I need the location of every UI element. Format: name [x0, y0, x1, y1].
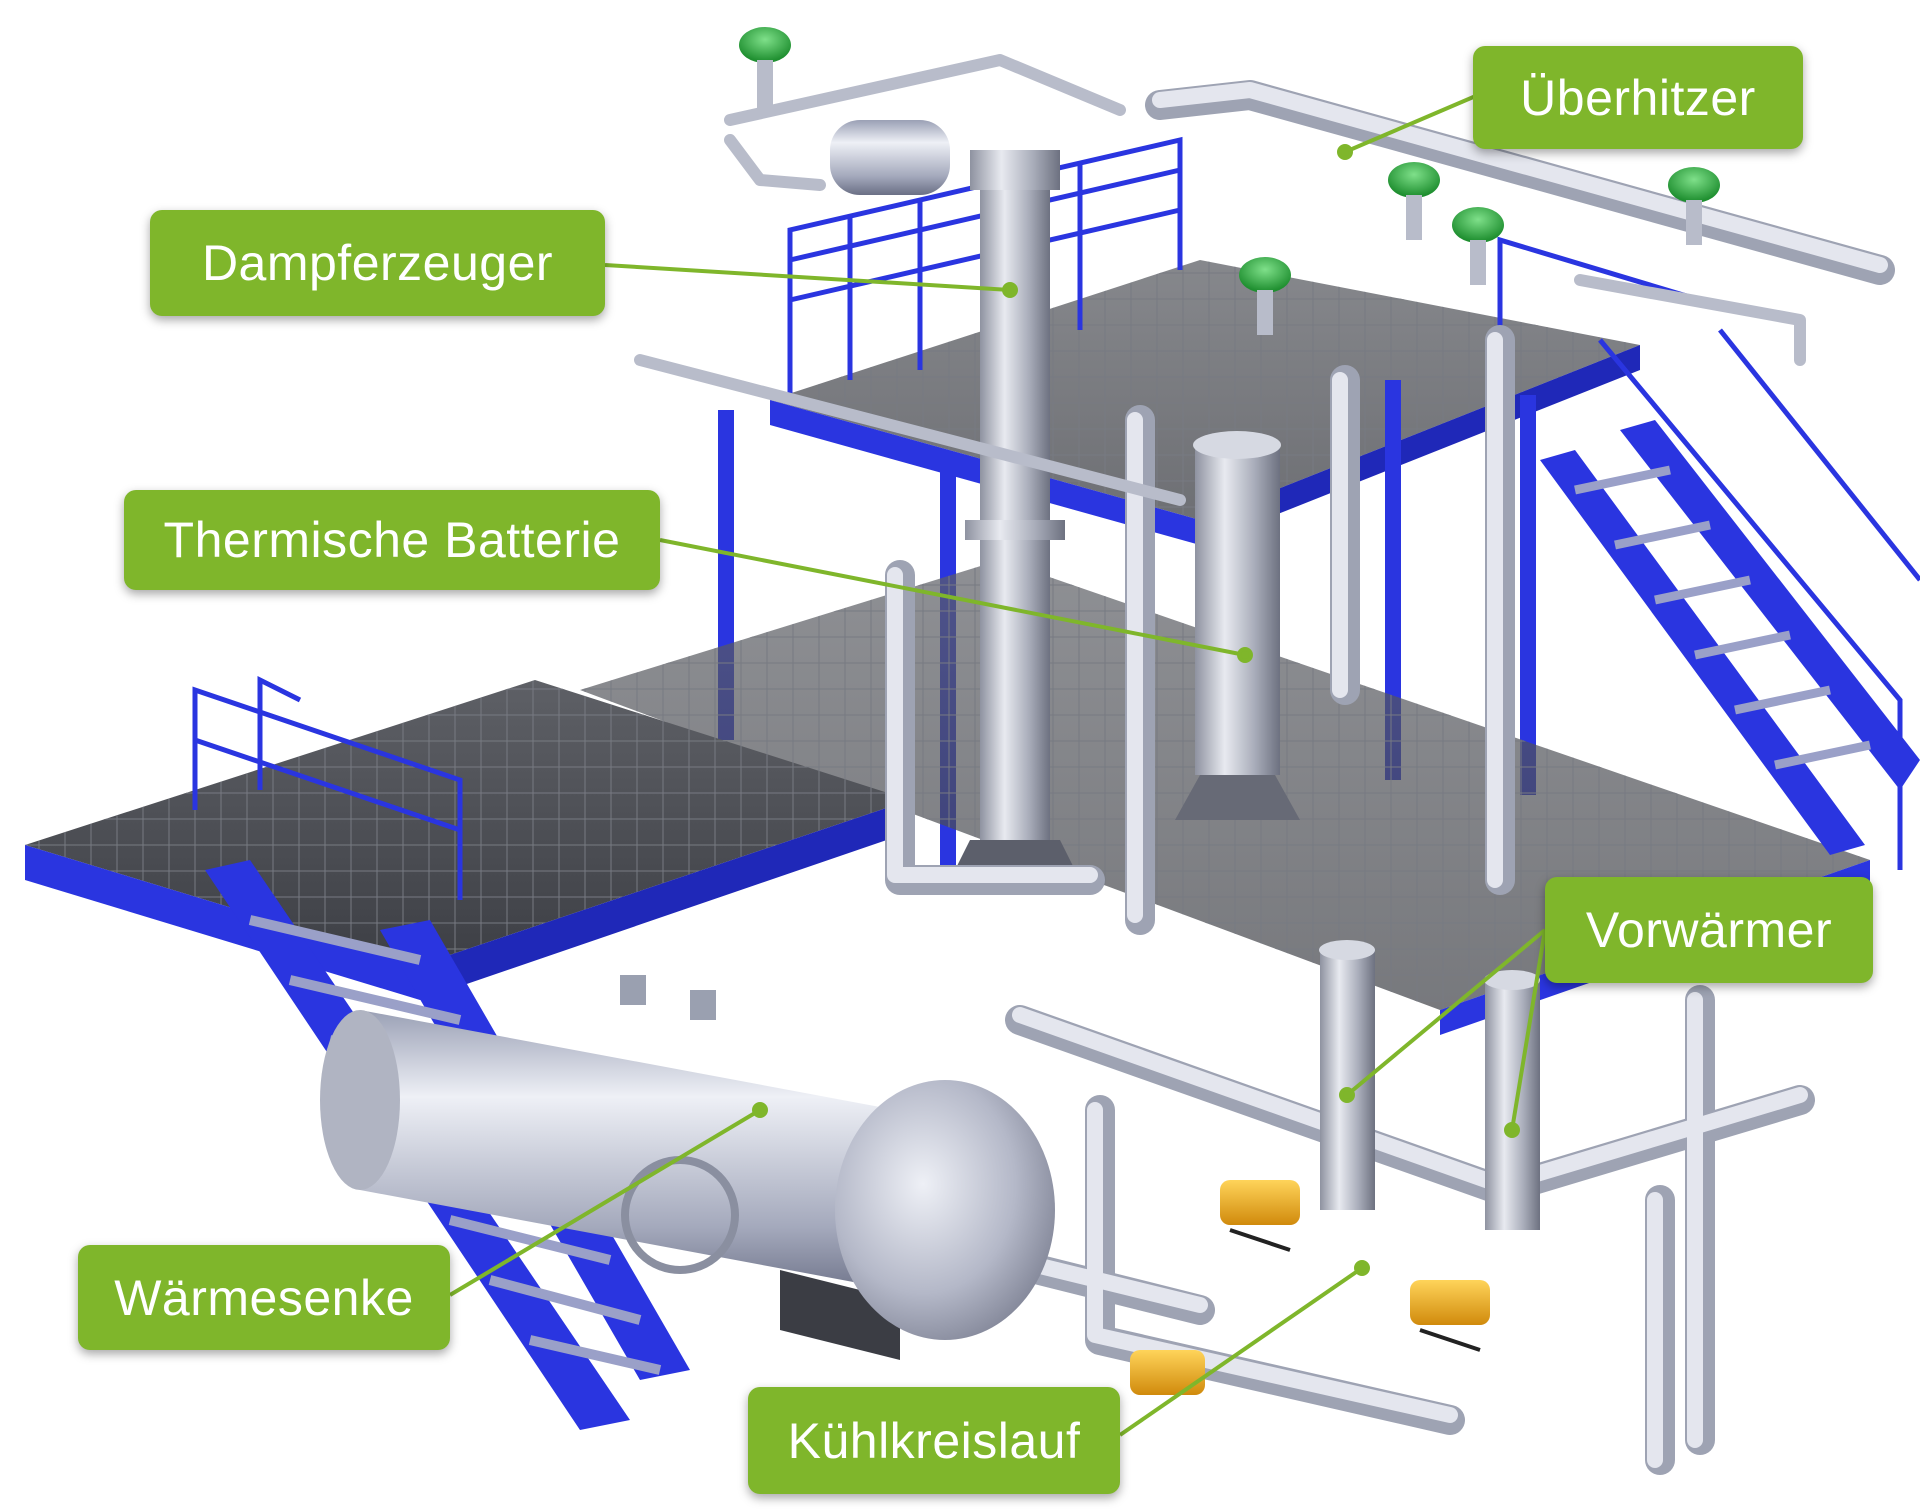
- leader-lines: [448, 93, 1547, 1437]
- cooling-pumps: [1130, 1180, 1490, 1395]
- steam-generator: [830, 120, 1080, 880]
- leader-waermesenke: [448, 1108, 762, 1297]
- label-thermische-batterie: Thermische Batterie: [124, 490, 660, 590]
- thermal-battery: [1175, 431, 1300, 820]
- leader-vorwaermer-1: [1345, 928, 1547, 1097]
- leader-thermische-batterie: [659, 538, 1246, 657]
- leader-kuehlkreislauf: [1118, 1266, 1364, 1437]
- label-kuehlkreislauf: Kühlkreislauf: [748, 1387, 1120, 1494]
- label-waermesenke: Wärmesenke: [78, 1245, 450, 1350]
- leader-ueberhitzer: [1344, 93, 1479, 154]
- preheaters: [1319, 940, 1540, 1230]
- right-staircase: [1540, 328, 1920, 870]
- control-valves: [739, 27, 1720, 335]
- label-vorwaermer: Vorwärmer: [1545, 877, 1873, 983]
- label-ueberhitzer: Überhitzer: [1473, 46, 1803, 149]
- leader-dampferzeuger: [604, 263, 1011, 292]
- leader-vorwaermer-2: [1510, 929, 1547, 1131]
- heat-sink-tank: [320, 975, 1055, 1360]
- label-dampferzeuger: Dampferzeuger: [150, 210, 605, 316]
